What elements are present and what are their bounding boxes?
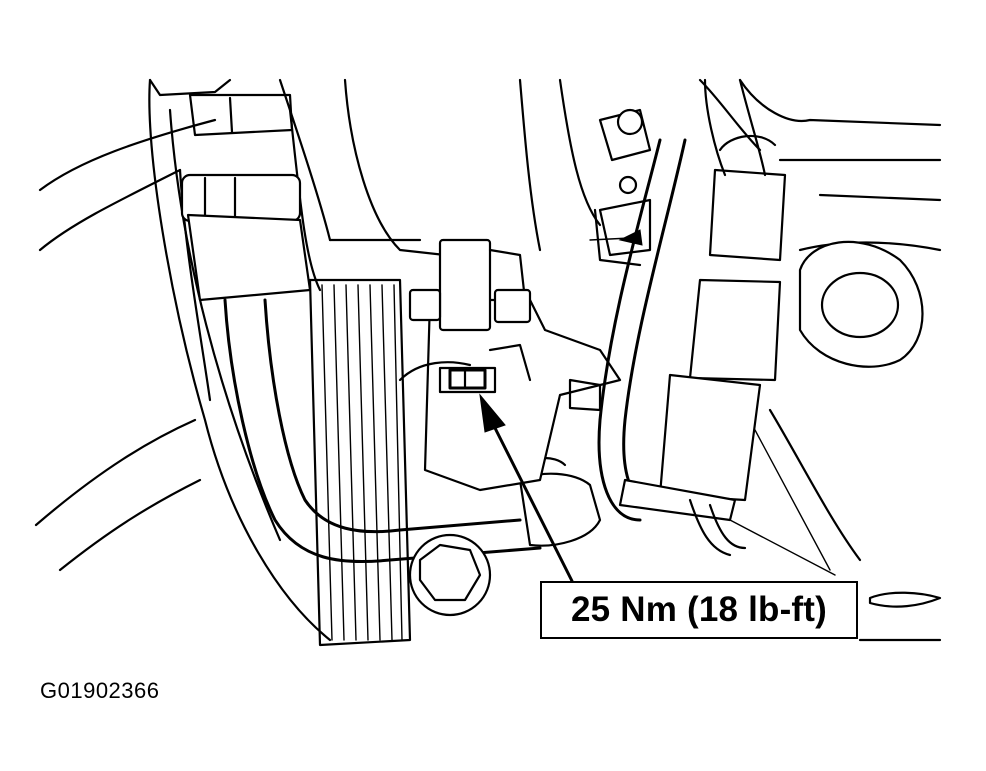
torque-callout-box: 25 Nm (18 lb-ft)	[540, 581, 858, 639]
torque-callout-label: 25 Nm (18 lb-ft)	[570, 590, 827, 629]
wiring-harness	[597, 78, 787, 557]
figure-id: G01902366	[40, 678, 160, 703]
pointer-arrow	[479, 393, 574, 583]
torque-bolt	[438, 366, 497, 394]
mounting-bracket	[398, 108, 652, 617]
engine-background-outline	[34, 78, 942, 642]
callout-leader-lines	[729, 429, 836, 576]
belt-pulley	[308, 278, 412, 647]
ring-fitting	[798, 240, 924, 368]
coolant-hose	[178, 93, 322, 402]
